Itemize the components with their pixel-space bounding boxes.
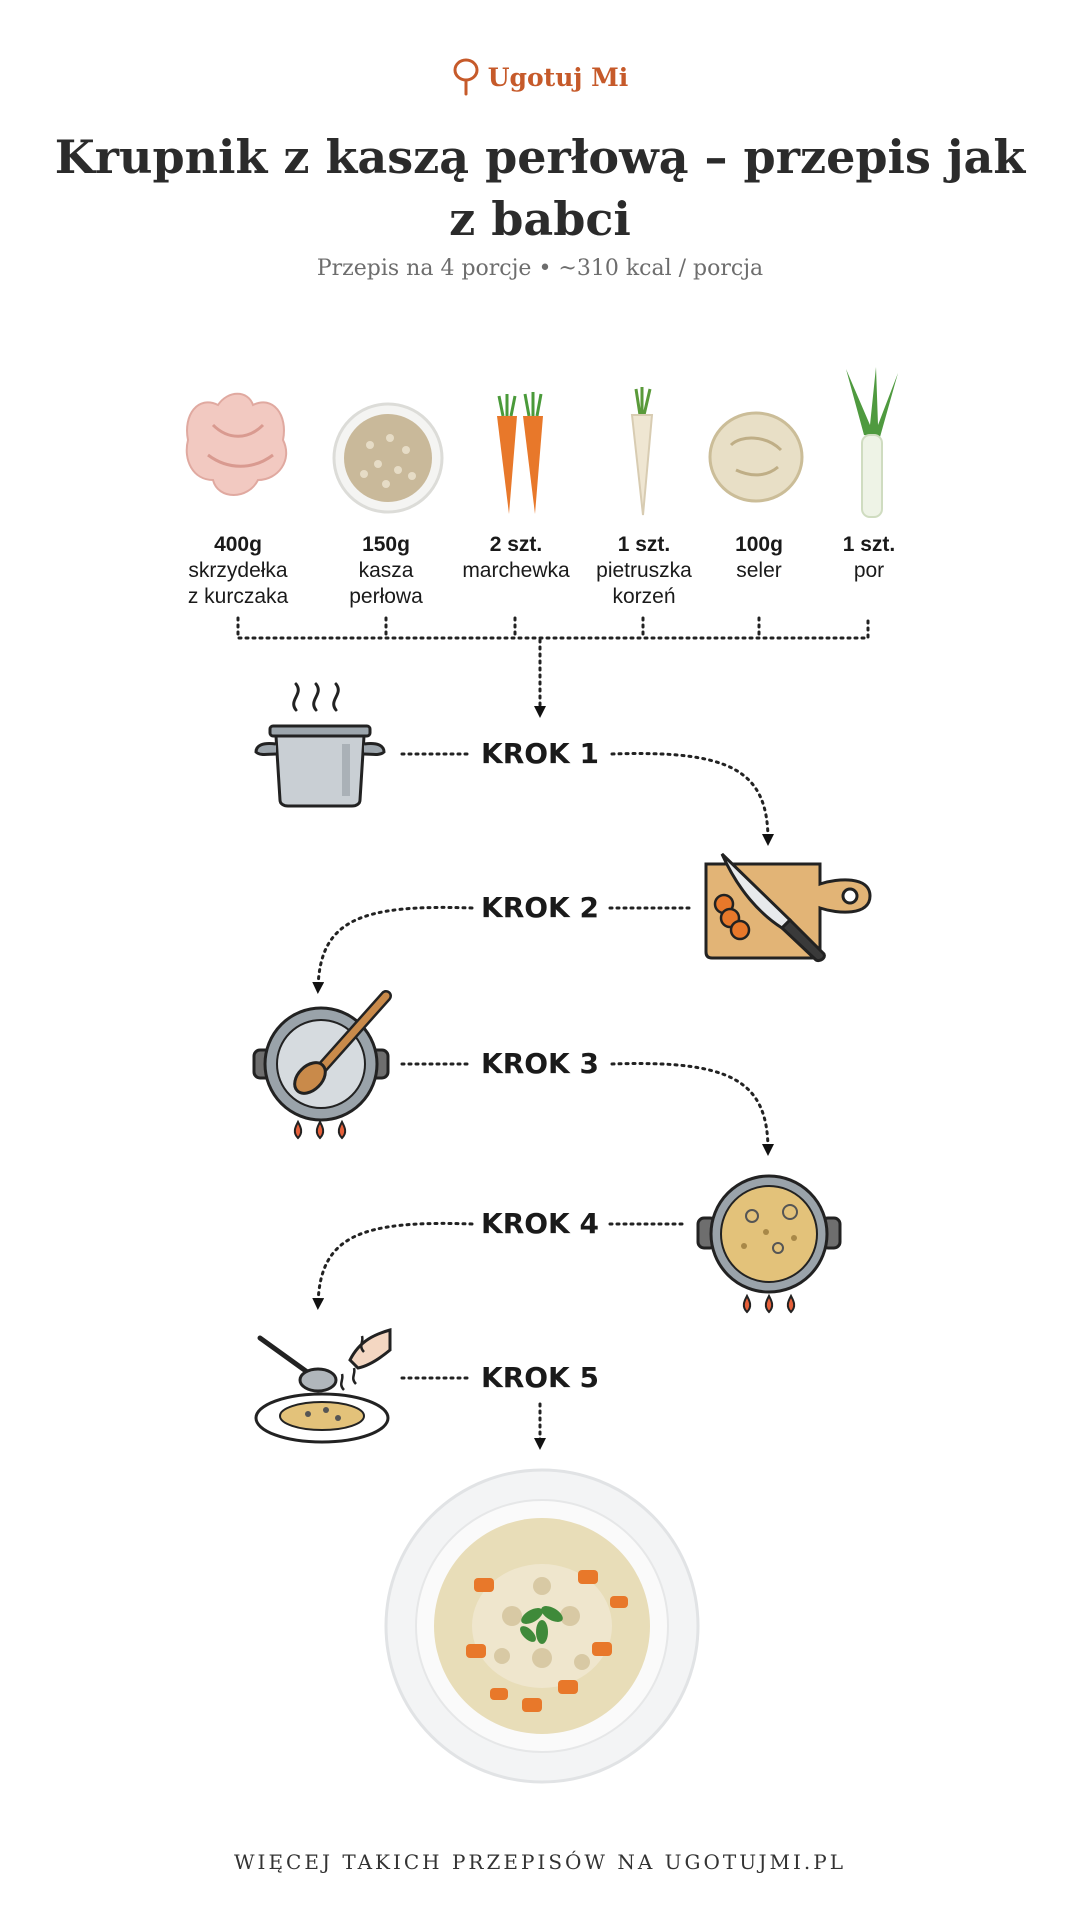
spoon-icon [453,58,479,96]
ingredient-name: marchewka [462,559,570,582]
leek-icon [846,367,898,518]
footer-link-text[interactable]: WIĘCEJ TAKICH PRZEPISÓW NA UGOTUJMI.PL [233,1850,847,1874]
simmering-pot-icon [696,1174,842,1314]
step-label-5: KROK 5 [481,1361,599,1394]
ingredient-name: z kurczaka [187,585,289,608]
carrot-icon [497,392,543,514]
ingredient-amount: 2 szt. [489,533,543,556]
ingredient-name: kasza [358,559,414,582]
ingredient-amount: 400g [214,533,262,556]
ingredient-amount: 150g [362,533,410,556]
ingredient-caption: 1 szt. por [804,532,934,584]
pearl-barley-icon [332,402,444,514]
celery-root-icon [708,411,804,503]
ingredient-caption: 150g kasza perłowa [321,532,451,610]
chicken-wings-icon [185,392,288,496]
parsley-root-icon [630,387,654,516]
ingredient-caption: 2 szt. marchewka [451,532,581,584]
step-label-1: KROK 1 [481,737,599,770]
page-title: Krupnik z kaszą perłową – przepis jak z … [54,130,1026,246]
ingredient-amount: 100g [735,533,783,556]
ingredient-name: pietruszka [596,559,692,582]
ingredient-name: por [853,559,885,582]
brand-header: Ugotuj Mi [0,58,1080,96]
ingredient-name: skrzydełka [188,559,288,582]
cutting-board-knife-icon [704,852,872,962]
serving-plate-icon [254,1328,392,1444]
ingredient-caption: 400g skrzydełka z kurczaka [173,532,303,610]
step-label-4: KROK 4 [481,1207,599,1240]
ingredient-name: perłowa [349,585,423,608]
ingredient-amount: 1 szt. [842,533,896,556]
brand-name: Ugotuj Mi [487,62,629,92]
step-label-2: KROK 2 [481,891,599,924]
soup-bowl-icon [384,1468,700,1784]
ingredient-name: seler [736,559,782,582]
recipe-subtitle: Przepis na 4 porcje • ~310 kcal / porcja [316,256,764,281]
step-label-3: KROK 3 [481,1047,599,1080]
steaming-pot-icon [254,682,386,808]
ingredient-name: korzeń [612,585,676,608]
ingredient-caption: 100g seler [694,532,824,584]
ingredient-amount: 1 szt. [617,533,671,556]
stirring-pot-icon [252,990,392,1140]
ingredient-caption: 1 szt. pietruszka korzeń [579,532,709,610]
